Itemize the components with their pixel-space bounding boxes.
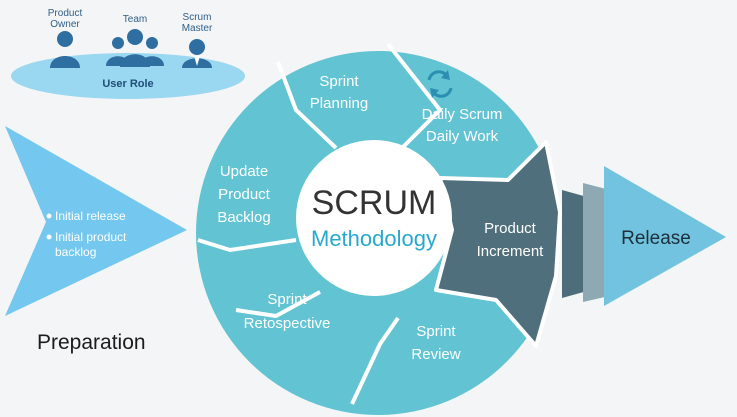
preparation-title: Preparation [37,331,146,354]
cycle-divider [235,290,321,318]
scrum-cycle [196,42,562,415]
scrum-master-icon [182,39,212,68]
product-increment-segment [434,140,562,348]
product-increment-line1: Product [484,220,537,237]
team-icon [106,29,164,67]
preparation-bullet-1: Initial release [55,209,126,223]
sprint-review-line2: Review [411,346,460,363]
user-role-group: User Role Product Owner Team Scrum Maste… [11,8,245,99]
sprint-planning-line2: Planning [310,95,368,112]
sprint-review-line1: Sprint [416,323,456,340]
role-scrum-master-line2: Master [182,23,213,34]
center-subtitle: Methodology [311,226,437,251]
release-title: Release [621,228,691,249]
update-backlog-line1: Update [220,163,268,180]
sprint-retrospective-line2: Retospective [244,315,331,332]
cycle-divider [197,238,297,252]
preparation-bullet-2-line1: Initial product [55,230,127,244]
center-title: SCRUM [312,184,437,222]
update-backlog-line2: Product [218,186,271,203]
role-scrum-master-line1: Scrum [183,12,212,23]
cycle-divider [350,316,400,405]
release-arrow [604,166,726,306]
sprint-retrospective-line1: Sprint [267,291,307,308]
preparation-arrow [5,126,187,316]
cycle-divider [386,42,442,152]
user-role-title: User Role [102,78,153,90]
bullet-dot [46,234,52,240]
refresh-cycle-icon [427,70,453,98]
product-increment-line2: Increment [477,243,545,260]
release-group: Release [562,166,726,306]
daily-scrum-line1: Daily Scrum [422,106,503,123]
sprint-planning-line1: Sprint [319,73,359,90]
role-team-line1: Team [123,14,147,25]
daily-scrum-line2: Daily Work [426,128,499,145]
role-product-owner-line2: Owner [50,19,80,30]
bullet-dot [46,213,52,219]
center-circle [296,140,452,296]
product-owner-icon [50,31,80,68]
role-product-owner-line1: Product [48,8,83,19]
update-backlog-line3: Backlog [217,209,270,226]
cycle-divider [276,61,338,150]
preparation-group: Initial release Initial product backlog … [5,126,187,354]
preparation-bullet-2-line2: backlog [55,245,96,259]
